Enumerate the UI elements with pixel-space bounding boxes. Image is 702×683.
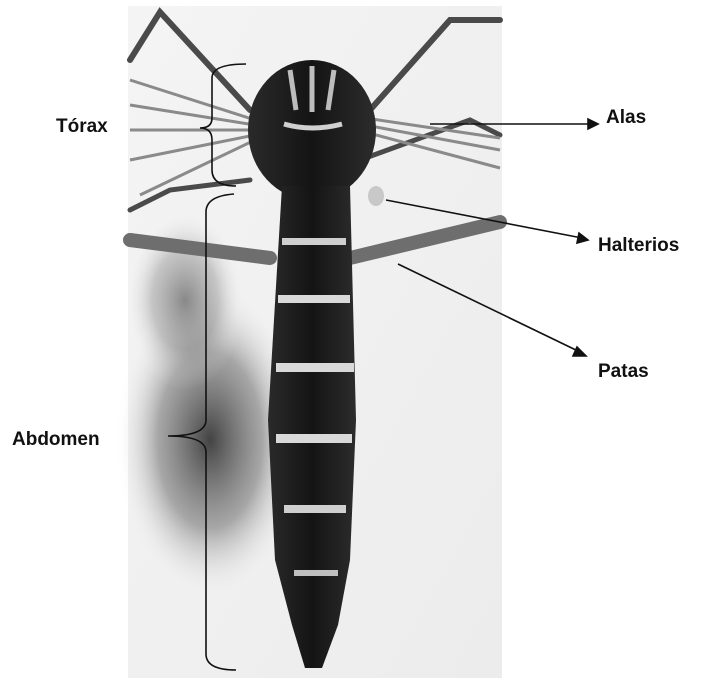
- abdomen-band-5: [284, 505, 346, 513]
- halterios-label: Halterios: [598, 235, 679, 257]
- torax-label: Tórax: [56, 116, 108, 138]
- halterios-arrowhead: [577, 233, 588, 243]
- abdomen-band-3: [276, 363, 354, 372]
- abdomen-band-6: [294, 570, 338, 576]
- patas-label: Patas: [598, 361, 649, 383]
- abdomen-label: Abdomen: [12, 429, 100, 451]
- alas-label: Alas: [606, 107, 646, 129]
- halter-knob: [368, 186, 384, 206]
- patas-arrowhead: [573, 347, 586, 356]
- abdomen-band-4: [276, 434, 352, 443]
- abdomen-band-2: [278, 295, 350, 303]
- specimen-photo: [115, 6, 502, 678]
- alas-arrowhead: [588, 119, 598, 129]
- abdomen-band-1: [282, 238, 346, 245]
